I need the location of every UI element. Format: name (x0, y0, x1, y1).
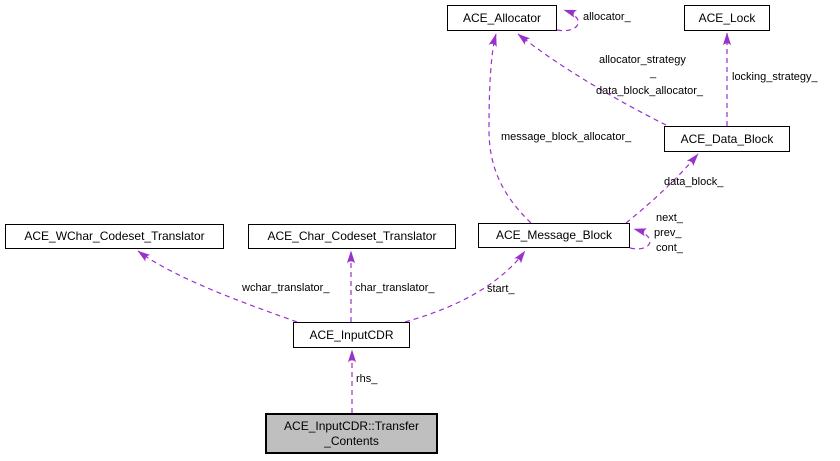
edge-label-wchar-translator: wchar_translator_ (242, 282, 330, 294)
node-ace-input-cdr-transfer-contents: ACE_InputCDR::Transfer _Contents (265, 413, 438, 454)
node-ace-message-block[interactable]: ACE_Message_Block (478, 223, 630, 248)
edge-message-block-self-loop (629, 228, 651, 250)
edge-label-prev: prev_ (654, 227, 682, 239)
edge-allocator-self-loop (556, 9, 579, 32)
node-ace-lock[interactable]: ACE_Lock (684, 5, 770, 31)
edge-label-allocator: allocator_ (583, 11, 631, 23)
edge-label-data-block-allocator: data_block_allocator_ (596, 85, 704, 97)
node-label-line1: ACE_InputCDR::Transfer (284, 419, 419, 434)
edge-label-locking-strategy: locking_strategy_ (732, 71, 818, 83)
node-ace-wchar-codeset-translator[interactable]: ACE_WChar_Codeset_Translator (5, 224, 224, 249)
edge-label-allocator-strategy-line2: _ (650, 67, 657, 79)
edge-label-data-block: data_block_ (664, 176, 724, 188)
edge-label-start: start_ (487, 283, 515, 295)
node-ace-char-codeset-translator[interactable]: ACE_Char_Codeset_Translator (248, 224, 456, 249)
edge-label-rhs: rhs_ (356, 373, 378, 385)
edge-label-char-translator: char_translator_ (355, 282, 435, 294)
edge-label-message-block-allocator: message_block_allocator_ (501, 131, 632, 143)
node-ace-allocator[interactable]: ACE_Allocator (447, 5, 557, 31)
edge-data-block-to-allocator (517, 33, 667, 126)
node-label-line2: _Contents (324, 433, 379, 448)
edge-label-cont: cont_ (656, 242, 683, 254)
edge-message-block-to-allocator (488, 33, 532, 224)
node-ace-data-block[interactable]: ACE_Data_Block (664, 126, 790, 152)
node-ace-input-cdr[interactable]: ACE_InputCDR (293, 322, 410, 348)
edge-label-allocator-strategy-line1: allocator_strategy (599, 54, 686, 66)
edge-label-next: next_ (656, 212, 683, 224)
